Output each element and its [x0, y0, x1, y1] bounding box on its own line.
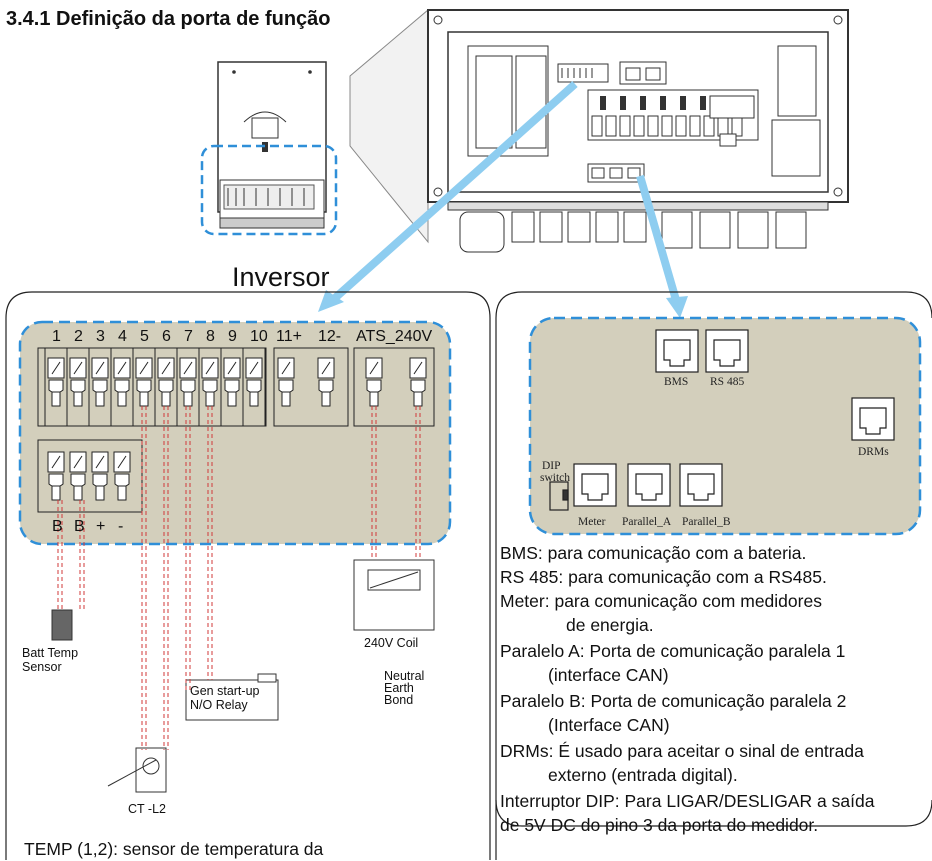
- page-title: 3.4.1 Definição da porta de função: [6, 8, 331, 30]
- neutral-earth-bond-label: Neutral Earth Bond: [384, 669, 425, 707]
- terminal-screw-pin: [205, 391, 215, 407]
- batt-temp-sensor-label: Batt Temp Sensor: [22, 646, 78, 674]
- port-label-parallel-a: Parallel_A: [622, 516, 672, 528]
- battery-screw-pin: [117, 485, 127, 501]
- terminal-screw-pin: [95, 391, 105, 407]
- terminal-screw-pin: [73, 391, 83, 407]
- inverter-small-illustration: [200, 61, 338, 236]
- desc-rs485: RS 485: para comunicação com a RS485.: [500, 567, 827, 587]
- gen-relay-line-1: Gen start-up: [190, 684, 260, 698]
- desc-drms-cont: externo (entrada digital).: [548, 765, 738, 785]
- terminal-screw-slot: [117, 361, 127, 375]
- battery-screw-slot: [95, 455, 105, 469]
- port-label-rs485: RS 485: [710, 376, 745, 388]
- dip-line-1: DIP: [542, 460, 561, 472]
- battery-screw-slot: [51, 455, 61, 469]
- batt-temp-line-1: Batt Temp: [22, 646, 79, 660]
- terminal-screw-pin: [183, 391, 193, 407]
- neutral-line-1: Neutral: [384, 669, 425, 683]
- desc-dip-cont: de 5V DC do pino 3 da porta do medidor.: [500, 815, 819, 835]
- terminal-screw-slot: [183, 361, 193, 375]
- terminal-screw-slot: [227, 361, 237, 375]
- terminal-number: ATS_240V: [356, 328, 433, 345]
- desc-bms: BMS: para comunicação com a bateria.: [500, 543, 807, 563]
- temp-description: TEMP (1,2): sensor de temperatura da: [24, 839, 324, 859]
- terminal-screw-pin: [227, 391, 237, 407]
- desc-parallel-b-cont: (Interface CAN): [548, 715, 670, 735]
- battery-terminal-label: B: [74, 518, 85, 535]
- desc-dip: Interruptor DIP: Para LIGAR/DESLIGAR a s…: [500, 791, 875, 811]
- port-label-parallel-b: Parallel_B: [682, 516, 731, 528]
- port-label-bms: BMS: [664, 376, 689, 388]
- port-label-drms: DRMs: [858, 446, 889, 458]
- terminal-number: 2: [74, 328, 83, 345]
- terminal-number: 7: [184, 328, 193, 345]
- coil-label: 240V Coil: [364, 636, 419, 650]
- terminal-screw-slot: [139, 361, 149, 375]
- terminal-screw-pin: [117, 391, 127, 407]
- inverter-wiring-box-illustration: [349, 8, 849, 253]
- battery-screw-pin: [51, 485, 61, 501]
- ats-screw-slot: [413, 361, 423, 375]
- battery-screw-pin: [95, 485, 105, 501]
- ats-screw-pin: [369, 391, 379, 407]
- neutral-line-3: Bond: [384, 693, 414, 707]
- terminal-screw-slot: [51, 361, 61, 375]
- terminal-number: 8: [206, 328, 215, 345]
- terminal-number: 12-: [318, 328, 342, 345]
- terminal-number: 4: [118, 328, 127, 345]
- callout-arrows: [318, 81, 688, 318]
- battery-screw-pin: [73, 485, 83, 501]
- desc-parallel-a-cont: (interface CAN): [548, 665, 669, 685]
- dip-line-2: switch: [540, 472, 571, 484]
- battery-terminal-label: -: [118, 518, 124, 535]
- terminal-number: 6: [162, 328, 171, 345]
- ats-screw-pin: [413, 391, 423, 407]
- battery-screw-slot: [73, 455, 83, 469]
- terminal-screw-slot: [205, 361, 215, 375]
- terminal-number: 9: [228, 328, 237, 345]
- terminal-number: 3: [96, 328, 105, 345]
- gen-relay-label: Gen start-up N/O Relay: [190, 684, 259, 712]
- terminal-screw-slot: [73, 361, 83, 375]
- terminal-screw-pin: [51, 391, 61, 407]
- desc-drms: DRMs: É usado para aceitar o sinal de en…: [500, 741, 864, 761]
- ct-l2-label: CT -L2: [128, 802, 166, 816]
- terminal-screw-slot: [281, 361, 291, 375]
- gen-relay-line-2: N/O Relay: [190, 698, 248, 712]
- terminal-number: 11+: [276, 328, 302, 345]
- terminal-screw-slot: [321, 361, 331, 375]
- desc-parallel-a: Paralelo A: Porta de comunicação paralel…: [500, 641, 846, 661]
- terminal-screw-pin: [281, 391, 291, 407]
- desc-parallel-b: Paralelo B: Porta de comunicação paralel…: [500, 691, 847, 711]
- batt-temp-line-2: Sensor: [22, 660, 62, 674]
- desc-meter-cont: de energia.: [566, 615, 654, 635]
- battery-terminal-label: B: [52, 518, 63, 535]
- battery-terminal-label: +: [96, 518, 106, 535]
- terminal-screw-pin: [161, 391, 171, 407]
- neutral-line-2: Earth: [384, 681, 414, 695]
- terminal-screw-slot: [95, 361, 105, 375]
- terminal-number: 1: [52, 328, 61, 345]
- port-label-dip-switch: DIP switch: [540, 460, 570, 484]
- terminal-screw-slot: [161, 361, 171, 375]
- inverter-label: Inversor: [232, 262, 330, 292]
- port-label-meter: Meter: [578, 516, 606, 528]
- battery-screw-slot: [117, 455, 127, 469]
- terminal-screw-pin: [139, 391, 149, 407]
- desc-meter: Meter: para comunicação com medidores: [500, 591, 822, 611]
- terminal-number: 5: [140, 328, 149, 345]
- terminal-screw-pin: [321, 391, 331, 407]
- terminal-screw-slot: [249, 361, 259, 375]
- ats-screw-slot: [369, 361, 379, 375]
- terminal-number: 10: [250, 328, 268, 345]
- terminal-screw-pin: [249, 391, 259, 407]
